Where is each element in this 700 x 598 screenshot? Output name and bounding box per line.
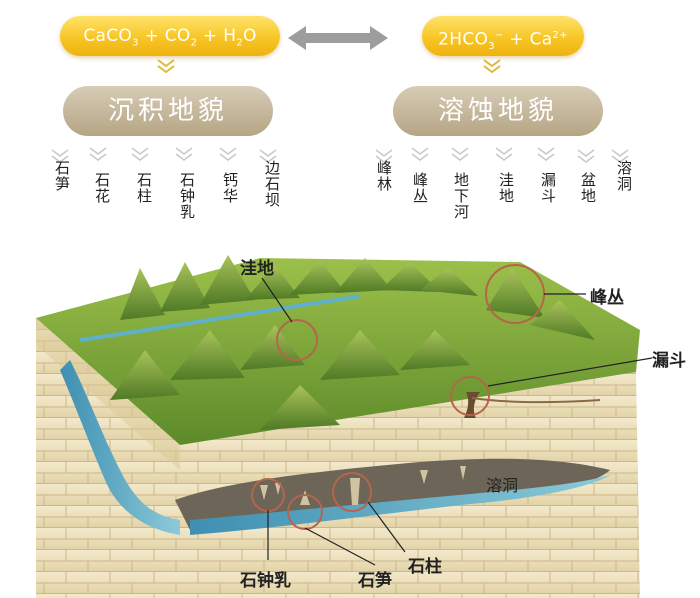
double-arrow-icon xyxy=(288,26,388,50)
subscript: 3 xyxy=(132,37,139,49)
callout-stalactite: 石钟乳 xyxy=(240,571,291,591)
reaction-left-pill: CaCO3 + CO2 + H2O xyxy=(60,16,280,56)
label-peak-forest: 峰林 xyxy=(375,160,393,192)
formula-h2o: H xyxy=(223,26,237,46)
formula-caco3: CaCO xyxy=(83,26,133,46)
peak-cluster-shape xyxy=(486,268,545,318)
label-stalagmite: 石笋 xyxy=(53,160,71,192)
deposition-landform-heading: 沉积地貌 xyxy=(63,86,273,136)
callout-sinkhole: 漏斗 xyxy=(652,351,686,371)
column-ring xyxy=(332,472,372,512)
chevron-down-icon xyxy=(51,147,277,163)
callout-column: 石柱 xyxy=(408,557,442,577)
formula-ca: Ca xyxy=(529,29,553,50)
chevron-down-icon xyxy=(375,147,629,163)
stalagmite-ring xyxy=(287,494,323,530)
subscript: 3 xyxy=(488,41,495,53)
surface-stream xyxy=(79,294,361,342)
label-column: 石柱 xyxy=(135,172,153,204)
label-basin: 盆地 xyxy=(579,172,597,204)
karst-block xyxy=(36,255,653,598)
reaction-right-pill: 2HCO3− + Ca2+ xyxy=(422,16,584,56)
label-depression: 洼地 xyxy=(497,172,515,204)
label-travertine: 钙华 xyxy=(221,172,239,204)
subscript: 2 xyxy=(190,37,198,49)
callout-peak-cluster: 峰丛 xyxy=(590,288,624,308)
formula-o: O xyxy=(243,26,257,46)
formula-hco3: 2HCO xyxy=(438,29,489,50)
cave-water xyxy=(190,474,612,535)
subscript: 2 xyxy=(236,37,243,49)
underground-river-left xyxy=(60,360,180,535)
label-peak-cluster: 峰丛 xyxy=(411,172,429,204)
label-sinkhole: 漏斗 xyxy=(539,172,557,204)
plus-sign: + xyxy=(144,26,159,46)
callout-depression: 洼地 xyxy=(240,259,274,279)
leader-lines xyxy=(261,277,653,566)
plus-sign: + xyxy=(509,29,524,50)
plus-sign: + xyxy=(202,26,218,46)
cave-formations xyxy=(260,466,466,505)
callout-stalagmite: 石笋 xyxy=(358,571,392,591)
label-stalactite: 石钟乳 xyxy=(178,172,196,220)
chevron-down-icon xyxy=(157,59,501,74)
label-flower-stone: 石花 xyxy=(93,172,111,204)
callout-cave: 溶洞 xyxy=(486,476,519,495)
superscript: − xyxy=(494,30,504,41)
label-underground-river: 地下河 xyxy=(452,172,470,220)
superscript: 2+ xyxy=(552,30,568,41)
label-rimstone-dam: 边石坝 xyxy=(263,160,281,208)
dissolution-landform-heading: 溶蚀地貌 xyxy=(393,86,603,136)
formula-co2: CO xyxy=(164,26,191,46)
sinkhole-ring xyxy=(450,376,490,416)
label-cave: 溶洞 xyxy=(615,160,633,192)
depression-ring xyxy=(276,319,318,361)
